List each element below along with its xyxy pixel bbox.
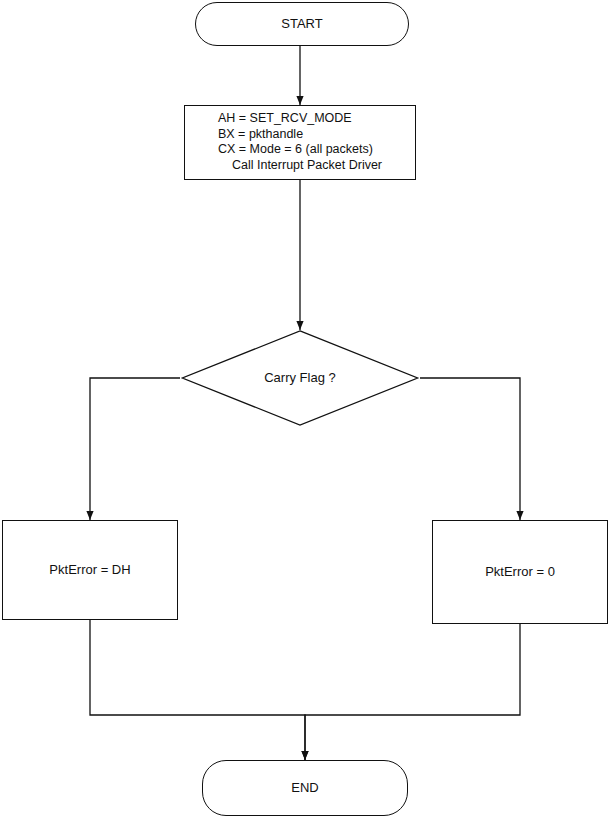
flow-connector xyxy=(90,620,305,760)
node-text-group: Carry Flag ? xyxy=(264,370,336,386)
process-box: PktError = DH xyxy=(2,520,178,620)
node-label: PktError = 0 xyxy=(485,564,555,580)
node-text-group: PktError = 0 xyxy=(485,564,555,580)
assignment-line: AH = SET_RCV_MODE xyxy=(218,111,382,127)
assignment-line: BX = pkthandle xyxy=(218,127,382,143)
assignment-line: CX = Mode = 6 (all packets) xyxy=(218,142,382,158)
node-label: Carry Flag ? xyxy=(264,370,336,386)
node-label: END xyxy=(291,780,318,796)
assignment-line: Call Interrupt Packet Driver xyxy=(218,158,382,174)
flow-connector xyxy=(420,378,520,520)
flow-connector xyxy=(90,378,180,520)
flow-connector xyxy=(299,46,300,105)
end-terminal: END xyxy=(202,760,408,816)
diamond-shape xyxy=(182,331,417,425)
node-text-group: END xyxy=(291,780,318,796)
node-label: START xyxy=(281,16,322,32)
decision-diamond: Carry Flag ? xyxy=(180,330,420,426)
node-text-group: START xyxy=(281,16,322,32)
start-terminal: START xyxy=(195,2,409,46)
node-label: PktError = DH xyxy=(49,562,130,578)
flow-connector xyxy=(305,624,520,760)
node-text-group: AH = SET_RCV_MODEBX = pkthandleCX = Mode… xyxy=(218,111,382,174)
process-box: PktError = 0 xyxy=(432,520,608,624)
flow-connector xyxy=(299,180,300,331)
process-box: AH = SET_RCV_MODEBX = pkthandleCX = Mode… xyxy=(184,105,416,180)
node-text-group: PktError = DH xyxy=(49,562,130,578)
